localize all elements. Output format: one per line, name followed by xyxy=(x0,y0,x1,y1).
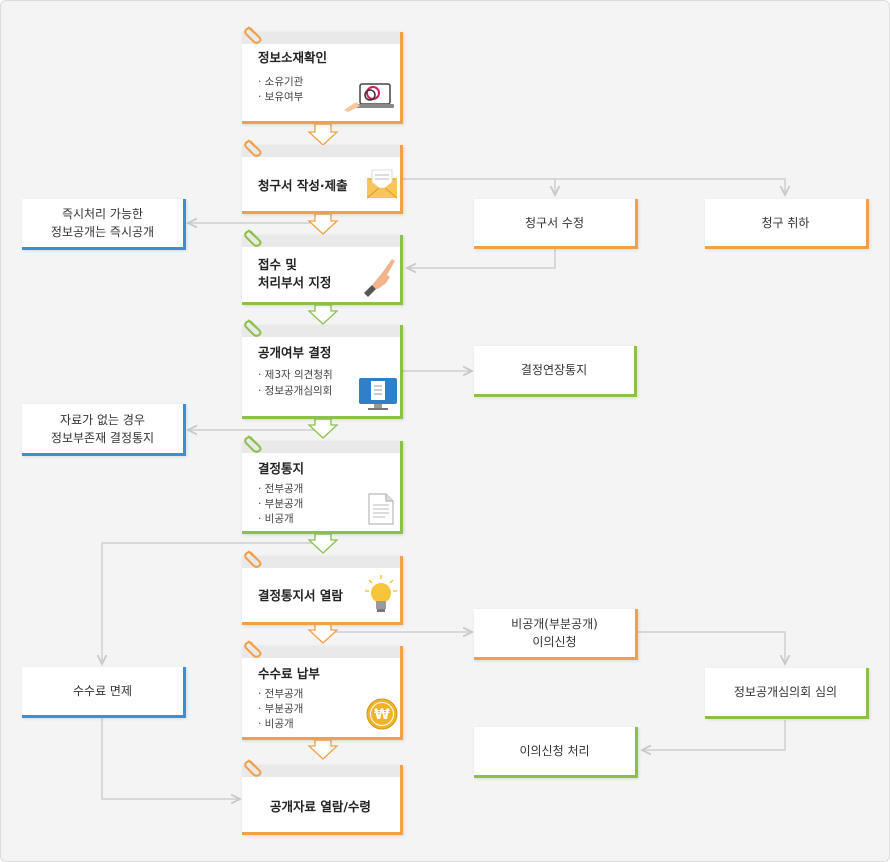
paperclip-icon xyxy=(244,229,262,247)
step-item: · 비공개 xyxy=(258,513,294,525)
paperclip-icon xyxy=(244,319,262,337)
step-title: 결정통지서 열람 xyxy=(258,588,343,603)
step-decision-notice: 결정통지 · 전부공개 · 부분공개 · 비공개 xyxy=(242,441,403,534)
svg-text:₩: ₩ xyxy=(374,707,390,723)
box-text: 청구 취하 xyxy=(761,215,810,230)
paperclip-icon xyxy=(244,759,262,777)
step-receipt-assignment: 접수 및 처리부서 지정 xyxy=(242,235,403,305)
step-title: 결정통지 xyxy=(258,461,305,476)
light-bulb-icon xyxy=(365,575,397,612)
box-text: 결정연장통지 xyxy=(520,363,588,377)
step-title: 처리부서 지정 xyxy=(258,275,332,290)
step-title: 정보소재확인 xyxy=(258,50,328,65)
won-coin-icon: ₩ xyxy=(366,698,398,730)
step-item: · 전부공개 xyxy=(258,688,304,700)
request-withdraw-box: 청구 취하 xyxy=(705,199,869,249)
step-item: · 부분공개 xyxy=(258,498,304,510)
extension-notice-box: 결정연장통지 xyxy=(474,346,637,397)
fee-waiver-box: 수수료 면제 xyxy=(22,667,186,718)
step-info-location-check: 정보소재확인 · 소유기관 · 보유여부 xyxy=(242,32,403,124)
step-item: · 제3자 의견청취 xyxy=(258,369,333,381)
step-item: · 부분공개 xyxy=(258,703,304,715)
step-fee-payment: 수수료 납부 · 전부공개 · 부분공개 · 비공개 ₩ xyxy=(242,646,403,740)
step-item: · 보유여부 xyxy=(258,91,304,103)
step-item: · 비공개 xyxy=(258,718,294,730)
step-title: 접수 및 xyxy=(258,257,297,272)
box-text-line: 즉시처리 가능한 xyxy=(61,207,144,221)
step-item: · 소유기관 xyxy=(258,76,304,88)
step-notice-viewing: 결정통지서 열람 xyxy=(242,556,403,625)
box-text-line: 정보부존재 결정통지 xyxy=(50,430,155,445)
envelope-icon xyxy=(366,169,398,199)
paperclip-icon xyxy=(244,435,262,453)
box-text-line: 이의신청 xyxy=(532,635,577,649)
paperclip-icon xyxy=(244,640,262,658)
monitor-document-icon xyxy=(359,378,397,410)
box-text-line: 자료가 없는 경우 xyxy=(60,412,145,427)
objection-processing-box: 이의신청 처리 xyxy=(474,727,638,778)
step-title: 수수료 납부 xyxy=(258,666,320,681)
paperclip-icon xyxy=(244,550,262,568)
committee-review-box: 정보공개심의회 심의 xyxy=(705,668,869,719)
box-text-line: 정보공개는 즉시공개 xyxy=(50,225,155,239)
document-icon xyxy=(368,493,394,525)
step-title: 공개자료 열람/수령 xyxy=(270,799,371,814)
paperclip-icon xyxy=(244,26,262,44)
step-title: 공개여부 결정 xyxy=(258,345,332,360)
no-record-notice-box: 자료가 없는 경우 정보부존재 결정통지 xyxy=(22,404,186,456)
step-item: · 정보공개심의회 xyxy=(258,385,333,397)
step-request-submission: 청구서 작성·제출 xyxy=(242,145,403,214)
step-disclosure-decision: 공개여부 결정 · 제3자 의견청취 · 정보공개심의회 xyxy=(242,325,403,419)
paperclip-icon xyxy=(244,139,262,157)
step-material-receipt: 공개자료 열람/수령 xyxy=(242,765,403,835)
pointing-hand-icon xyxy=(364,259,395,297)
laptop-magnifier-icon xyxy=(344,83,394,112)
box-text: 수수료 면제 xyxy=(72,684,132,698)
request-amend-box: 청구서 수정 xyxy=(474,199,638,249)
step-title: 청구서 작성·제출 xyxy=(258,178,348,193)
box-text: 이의신청 처리 xyxy=(519,744,590,758)
box-text: 청구서 수정 xyxy=(524,215,584,230)
objection-box: 비공개(부분공개) 이의신청 xyxy=(474,609,638,660)
step-item: · 전부공개 xyxy=(258,483,304,495)
box-text-line: 비공개(부분공개) xyxy=(511,617,598,631)
immediate-disclosure-box: 즉시처리 가능한 정보공개는 즉시공개 xyxy=(22,199,186,250)
box-text: 정보공개심의회 심의 xyxy=(733,685,838,699)
